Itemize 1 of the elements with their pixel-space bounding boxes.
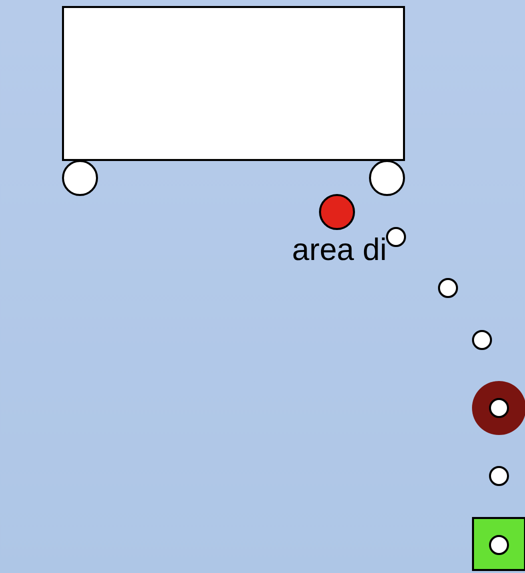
area-label: area di [292,233,387,267]
